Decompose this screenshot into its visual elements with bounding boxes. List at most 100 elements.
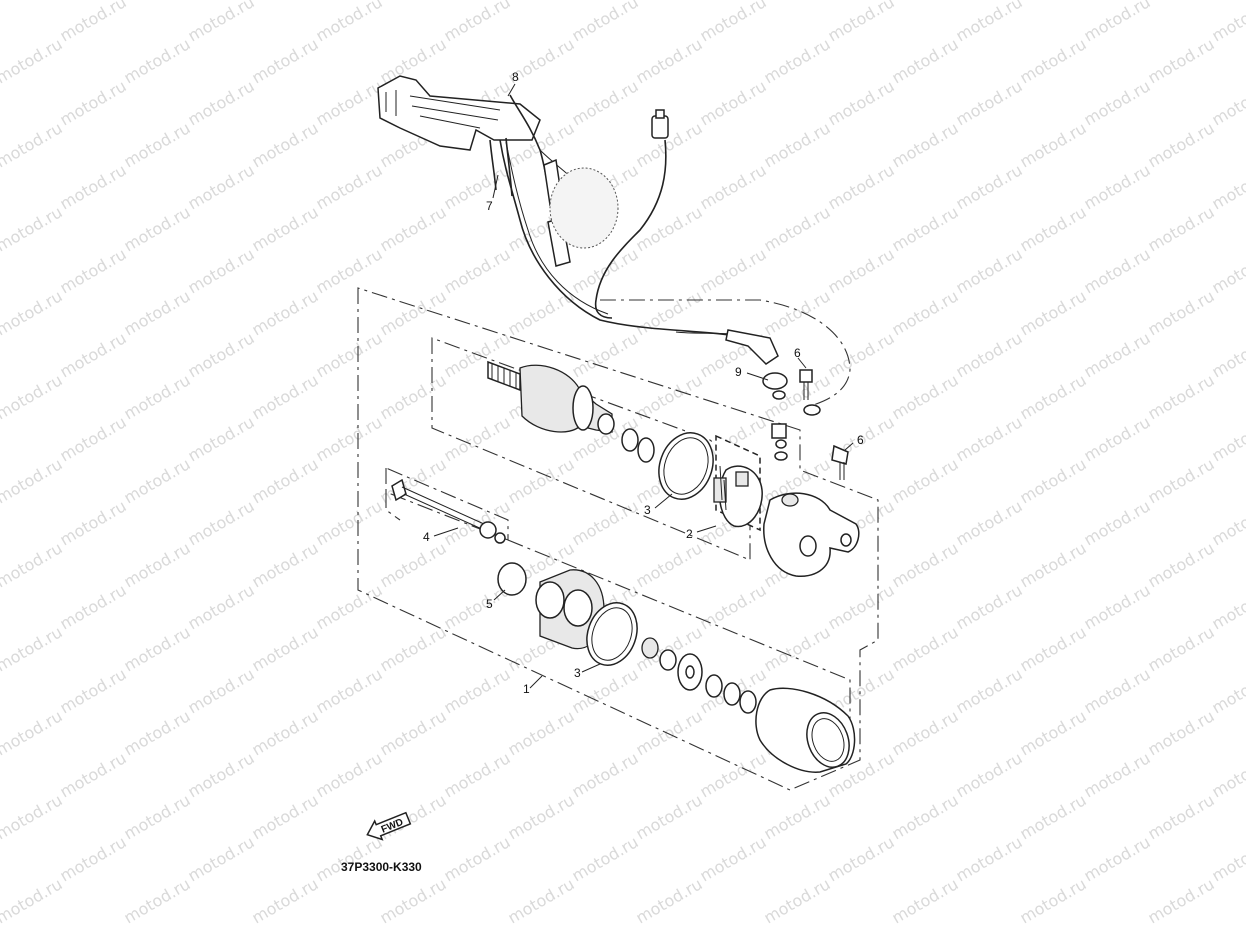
watermark-text: motod.ru — [761, 286, 834, 339]
watermark-text: motod.ru — [697, 0, 770, 45]
watermark-text: motod.ru — [1209, 664, 1246, 717]
upper-washers — [621, 428, 655, 463]
watermark-text: motod.ru — [313, 160, 386, 213]
watermark-text: motod.ru — [1017, 454, 1090, 507]
watermark-text: motod.ru — [441, 832, 514, 885]
watermark-text: motod.ru — [441, 160, 514, 213]
watermark-text: motod.ru — [185, 496, 258, 549]
watermark-text: motod.ru — [441, 244, 514, 297]
watermark-text: motod.ru — [1209, 328, 1246, 381]
watermark-text: motod.ru — [57, 832, 130, 885]
callout-1: 1 — [523, 682, 530, 696]
watermark-text: motod.ru — [569, 0, 642, 45]
callout-3-upper: 3 — [644, 503, 651, 517]
watermark-text: motod.ru — [1017, 622, 1090, 675]
callout-6-upper: 6 — [794, 346, 801, 360]
watermark-text: motod.ru — [377, 202, 450, 255]
watermark-text: motod.ru — [1145, 790, 1218, 843]
watermark-text: motod.ru — [1017, 286, 1090, 339]
watermark-text: motod.ru — [1209, 244, 1246, 297]
watermark-text: motod.ru — [249, 118, 322, 171]
watermark-text: motod.ru — [121, 874, 194, 927]
watermark-text: motod.ru — [825, 0, 898, 45]
o-ring-lower — [586, 602, 638, 666]
watermark-text: motod.ru — [313, 832, 386, 885]
watermark-text: motod.ru — [569, 496, 642, 549]
watermark-text: motod.ru — [57, 496, 130, 549]
watermark-text: motod.ru — [0, 454, 66, 507]
watermark-text: motod.ru — [249, 790, 322, 843]
watermark-text: motod.ru — [1017, 370, 1090, 423]
watermark-text: motod.ru — [0, 0, 2, 45]
watermark-text: motod.ru — [1081, 328, 1154, 381]
watermark-text: motod.ru — [1017, 706, 1090, 759]
watermark-text: motod.ru — [377, 790, 450, 843]
watermark-text: motod.ru — [697, 244, 770, 297]
watermark-text: motod.ru — [185, 244, 258, 297]
watermark-text: motod.ru — [825, 76, 898, 129]
watermark-text: motod.ru — [1081, 664, 1154, 717]
diagram-code: 37P3300-K330 — [341, 860, 422, 874]
watermark-text: motod.ru — [889, 622, 962, 675]
watermark-text: motod.ru — [0, 622, 66, 675]
callout-6-lower: 6 — [857, 433, 864, 447]
watermark-text: motod.ru — [1081, 0, 1154, 45]
watermark-text: motod.ru — [1017, 874, 1090, 927]
watermark-text: motod.ru — [377, 622, 450, 675]
lower-washers — [641, 637, 757, 714]
watermark-text: motod.ru — [441, 748, 514, 801]
watermark-text: motod.ru — [313, 244, 386, 297]
watermark-text: motod.ru — [121, 202, 194, 255]
watermark-text: motod.ru — [953, 580, 1026, 633]
watermark-text: motod.ru — [953, 412, 1026, 465]
watermark-text: motod.ru — [825, 580, 898, 633]
watermark-text: motod.ru — [953, 160, 1026, 213]
watermark-text: motod.ru — [889, 874, 962, 927]
watermark-text: motod.ru — [121, 622, 194, 675]
watermark-text: motod.ru — [505, 706, 578, 759]
watermark-text: motod.ru — [697, 748, 770, 801]
watermark-text: motod.ru — [633, 874, 706, 927]
watermark-text: motod.ru — [1145, 0, 1218, 3]
callout-4: 4 — [423, 530, 430, 544]
watermark-text: motod.ru — [1081, 832, 1154, 885]
watermark-text: motod.ru — [953, 748, 1026, 801]
watermark-text: motod.ru — [1145, 34, 1218, 87]
watermark-text: motod.ru — [633, 118, 706, 171]
watermark-text: motod.ru — [505, 790, 578, 843]
watermark-text: motod.ru — [249, 454, 322, 507]
watermark-text: motod.ru — [1081, 748, 1154, 801]
callout-5: 5 — [486, 597, 493, 611]
watermark-text: motod.ru — [569, 328, 642, 381]
watermark-text: motod.ru — [1145, 706, 1218, 759]
watermark-text: motod.ru — [1209, 748, 1246, 801]
watermark-text: motod.ru — [121, 538, 194, 591]
watermark-text: motod.ru — [249, 706, 322, 759]
watermark-text: motod.ru — [377, 874, 450, 927]
watermark-text: motod.ru — [761, 790, 834, 843]
terminal-hardware — [762, 369, 849, 480]
watermark-text: motod.ru — [0, 706, 66, 759]
watermark-text: motod.ru — [249, 286, 322, 339]
watermark-text: motod.ru — [249, 622, 322, 675]
watermark-text: motod.ru — [185, 76, 258, 129]
watermark-text: motod.ru — [1017, 202, 1090, 255]
watermark-text: motod.ru — [505, 874, 578, 927]
watermark-text: motod.ru — [121, 706, 194, 759]
watermark-text: motod.ru — [1081, 412, 1154, 465]
watermark-text: motod.ru — [1081, 160, 1154, 213]
watermark-text: motod.ru — [825, 328, 898, 381]
callout-9: 9 — [735, 365, 742, 379]
watermark-text: motod.ru — [1081, 580, 1154, 633]
watermark-text: motod.ru — [121, 118, 194, 171]
watermark-text: motod.ru — [1145, 538, 1218, 591]
watermark-text: motod.ru — [0, 370, 66, 423]
watermark-text: motod.ru — [1081, 76, 1154, 129]
watermark-text: motod.ru — [57, 328, 130, 381]
watermark-text: motod.ru — [1017, 118, 1090, 171]
watermark-text: motod.ru — [825, 160, 898, 213]
watermark-text: motod.ru — [0, 790, 66, 843]
callout-2: 2 — [686, 527, 693, 541]
watermark-text: motod.ru — [57, 76, 130, 129]
watermark-text: motod.ru — [185, 0, 258, 45]
